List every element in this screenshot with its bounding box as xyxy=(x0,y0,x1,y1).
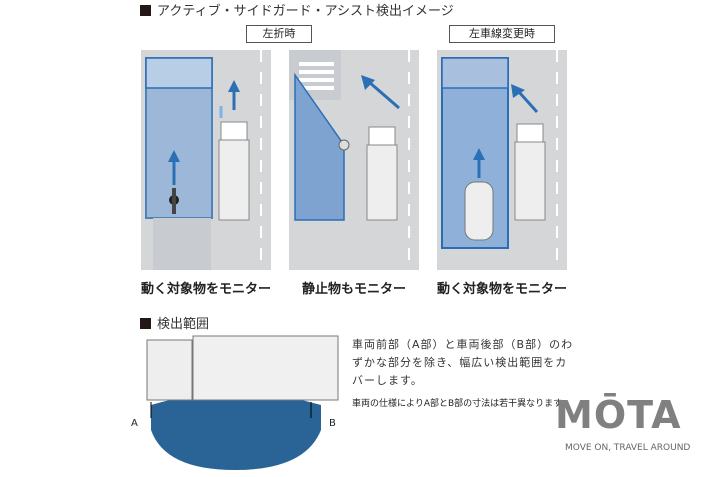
caption-1: 動く対象物をモニター xyxy=(140,282,271,297)
label-a: A xyxy=(131,418,138,429)
label-b: B xyxy=(329,418,336,429)
caption-3: 動く対象物をモニター xyxy=(436,282,567,297)
mota-logo: MŌTA xyxy=(555,393,682,437)
scene-lane-change xyxy=(437,50,567,270)
mota-tagline: MOVE ON, TRAVEL AROUND xyxy=(565,443,691,453)
range-description: 車両前部（A部）と車両後部（B部）のわずかな部分を除き、幅広い検出範囲をカバーし… xyxy=(352,338,574,387)
tag-lane-change: 左車線変更時 xyxy=(449,25,555,43)
tag-left-turn: 左折時 xyxy=(246,25,312,43)
scene-left-turn-static xyxy=(289,50,419,270)
detection-range-diagram: A B xyxy=(125,330,345,477)
caption-2: 静止物もモニター xyxy=(301,282,406,297)
section-title-range: 検出範囲 xyxy=(140,313,209,332)
scene-left-turn-moving xyxy=(141,50,271,270)
range-note: 車両の仕様によりA部とB部の寸法は若干異なります。 xyxy=(352,399,571,409)
section-title-image: アクティブ・サイドガード・アシスト検出イメージ xyxy=(140,0,454,19)
